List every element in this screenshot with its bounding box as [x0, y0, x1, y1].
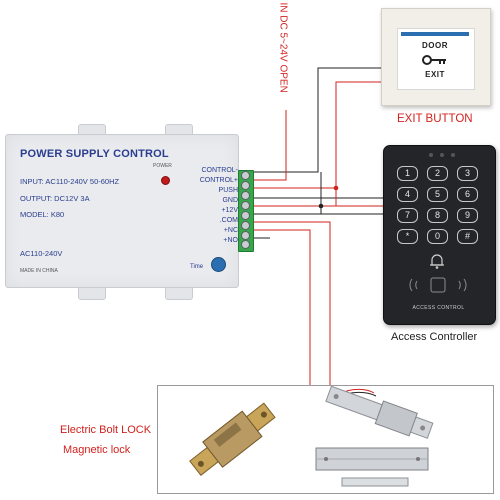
input-voltage-label: IN DC 5~24V OPEN: [276, 2, 290, 112]
junction-dot-red: [333, 185, 339, 191]
junction-dot-black: [318, 203, 324, 209]
psu-made-in: MADE IN CHINA: [20, 268, 58, 274]
wire-com: [252, 221, 331, 385]
terminal-label-control-minus: CONTROL-: [201, 167, 238, 174]
key-2[interactable]: 2: [427, 166, 448, 181]
bell-icon[interactable]: [429, 252, 445, 270]
terminal-screw-8[interactable]: [241, 240, 250, 249]
key-6[interactable]: 6: [457, 187, 478, 202]
electric-bolt-lock-image: [325, 386, 434, 439]
psu-model: MODEL: K80: [20, 210, 65, 219]
key-star[interactable]: *: [397, 229, 418, 244]
terminal-label-no: +NO: [223, 237, 238, 244]
power-supply-unit: [5, 134, 239, 288]
wire-nc: [252, 229, 311, 385]
terminal-label-12v: +12V: [221, 207, 238, 214]
terminal-label-com: .COM: [219, 217, 238, 224]
psu-title: POWER SUPPLY CONTROL: [20, 148, 169, 160]
keypad-indicator-led-3: [451, 153, 455, 157]
magnetic-lock-image: [315, 447, 429, 487]
terminal-screw-3[interactable]: [241, 191, 250, 200]
terminal-screw-6[interactable]: [241, 221, 250, 230]
keypad-caption: ACCESS CONTROL: [412, 305, 465, 311]
terminal-screw-7[interactable]: [241, 231, 250, 240]
input-voltage-text: IN DC 5~24V OPEN: [277, 2, 289, 93]
terminal-screw-1[interactable]: [241, 171, 250, 180]
key-hash[interactable]: #: [457, 229, 478, 244]
electric-bolt-lock-label: Electric Bolt LOCK: [60, 424, 152, 436]
magnetic-lock-label: Magnetic lock: [63, 444, 131, 456]
exit-button-blue-bar: [401, 32, 469, 36]
psu-power-led-label: POWER: [153, 163, 172, 169]
key-1[interactable]: 1: [397, 166, 418, 181]
access-controller-label: Access Controller: [391, 331, 478, 343]
key-7[interactable]: 7: [397, 208, 418, 223]
power-led-icon: [161, 176, 170, 185]
electric-strike-lock-image: [189, 402, 276, 476]
exit-button-exit-text: EXIT: [425, 70, 445, 79]
time-adjust-knob-icon[interactable]: [211, 257, 226, 272]
psu-ac-label: AC110-240V: [20, 249, 63, 258]
psu-input-spec: INPUT: AC110-240V 50-60HZ: [20, 177, 120, 186]
key-3[interactable]: 3: [457, 166, 478, 181]
wire-control-plus: [252, 110, 287, 181]
terminal-screw-4[interactable]: [241, 201, 250, 210]
keypad-indicator-led-2: [440, 153, 444, 157]
key-9[interactable]: 9: [457, 208, 478, 223]
terminal-screw-5[interactable]: [241, 211, 250, 220]
psu-output-spec: OUTPUT: DC12V 3A: [20, 194, 90, 203]
key-8[interactable]: 8: [427, 208, 448, 223]
key-4[interactable]: 4: [397, 187, 418, 202]
keypad-indicator-led-1: [429, 153, 433, 157]
exit-button-door-text: DOOR: [422, 41, 448, 50]
terminal-label-push: PUSH: [218, 187, 238, 194]
psu-time-label: Time: [190, 264, 204, 270]
terminal-label-gnd: GND: [222, 197, 238, 204]
keypad-keys: 1 2 3 4 5 6 7 8 9 * 0 #: [397, 166, 487, 250]
rfid-wave-icon: [409, 277, 467, 293]
key-5[interactable]: 5: [427, 187, 448, 202]
terminal-label-control-plus: CONTROL+: [199, 177, 238, 184]
key-icon: [422, 55, 446, 65]
terminal-label-nc: +NC: [223, 227, 238, 234]
exit-button-caption: EXIT BUTTON: [397, 113, 473, 125]
wire-control-minus: [252, 67, 398, 173]
wire-push-exit: [252, 81, 381, 189]
terminal-screw-2[interactable]: [241, 181, 250, 190]
key-0[interactable]: 0: [427, 229, 448, 244]
